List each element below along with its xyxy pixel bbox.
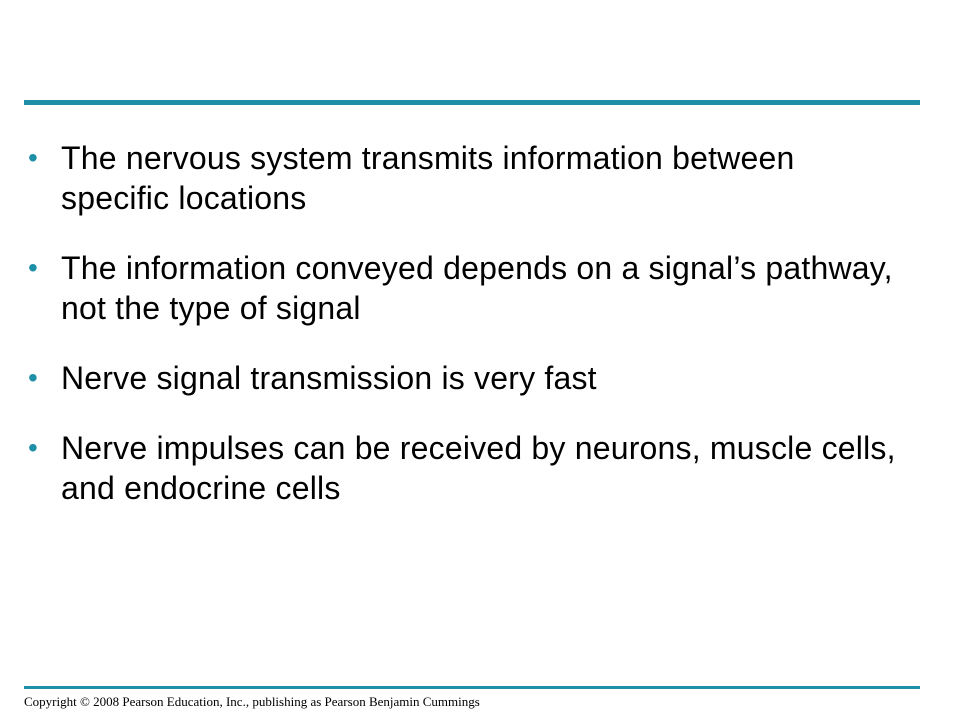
bullet-text: The information conveyed depends on a si… <box>61 250 893 326</box>
bullet-icon: • <box>28 142 39 173</box>
bullet-icon: • <box>28 252 39 283</box>
bullet-item-2: • The information conveyed depends on a … <box>28 248 908 328</box>
bullet-item-1: • The nervous system transmits informati… <box>28 138 908 218</box>
bullet-icon: • <box>28 362 39 393</box>
bullet-item-3: • Nerve signal transmission is very fast <box>28 358 908 398</box>
bullet-text: The nervous system transmits information… <box>61 140 795 216</box>
bullet-text: Nerve signal transmission is very fast <box>61 360 597 396</box>
bullet-item-4: • Nerve impulses can be received by neur… <box>28 428 908 508</box>
top-divider <box>24 100 920 105</box>
bullet-text: Nerve impulses can be received by neuron… <box>61 430 896 506</box>
bullet-icon: • <box>28 432 39 463</box>
bottom-divider <box>24 686 920 689</box>
copyright-notice: Copyright © 2008 Pearson Education, Inc.… <box>24 694 480 709</box>
bullet-list: • The nervous system transmits informati… <box>28 138 908 508</box>
